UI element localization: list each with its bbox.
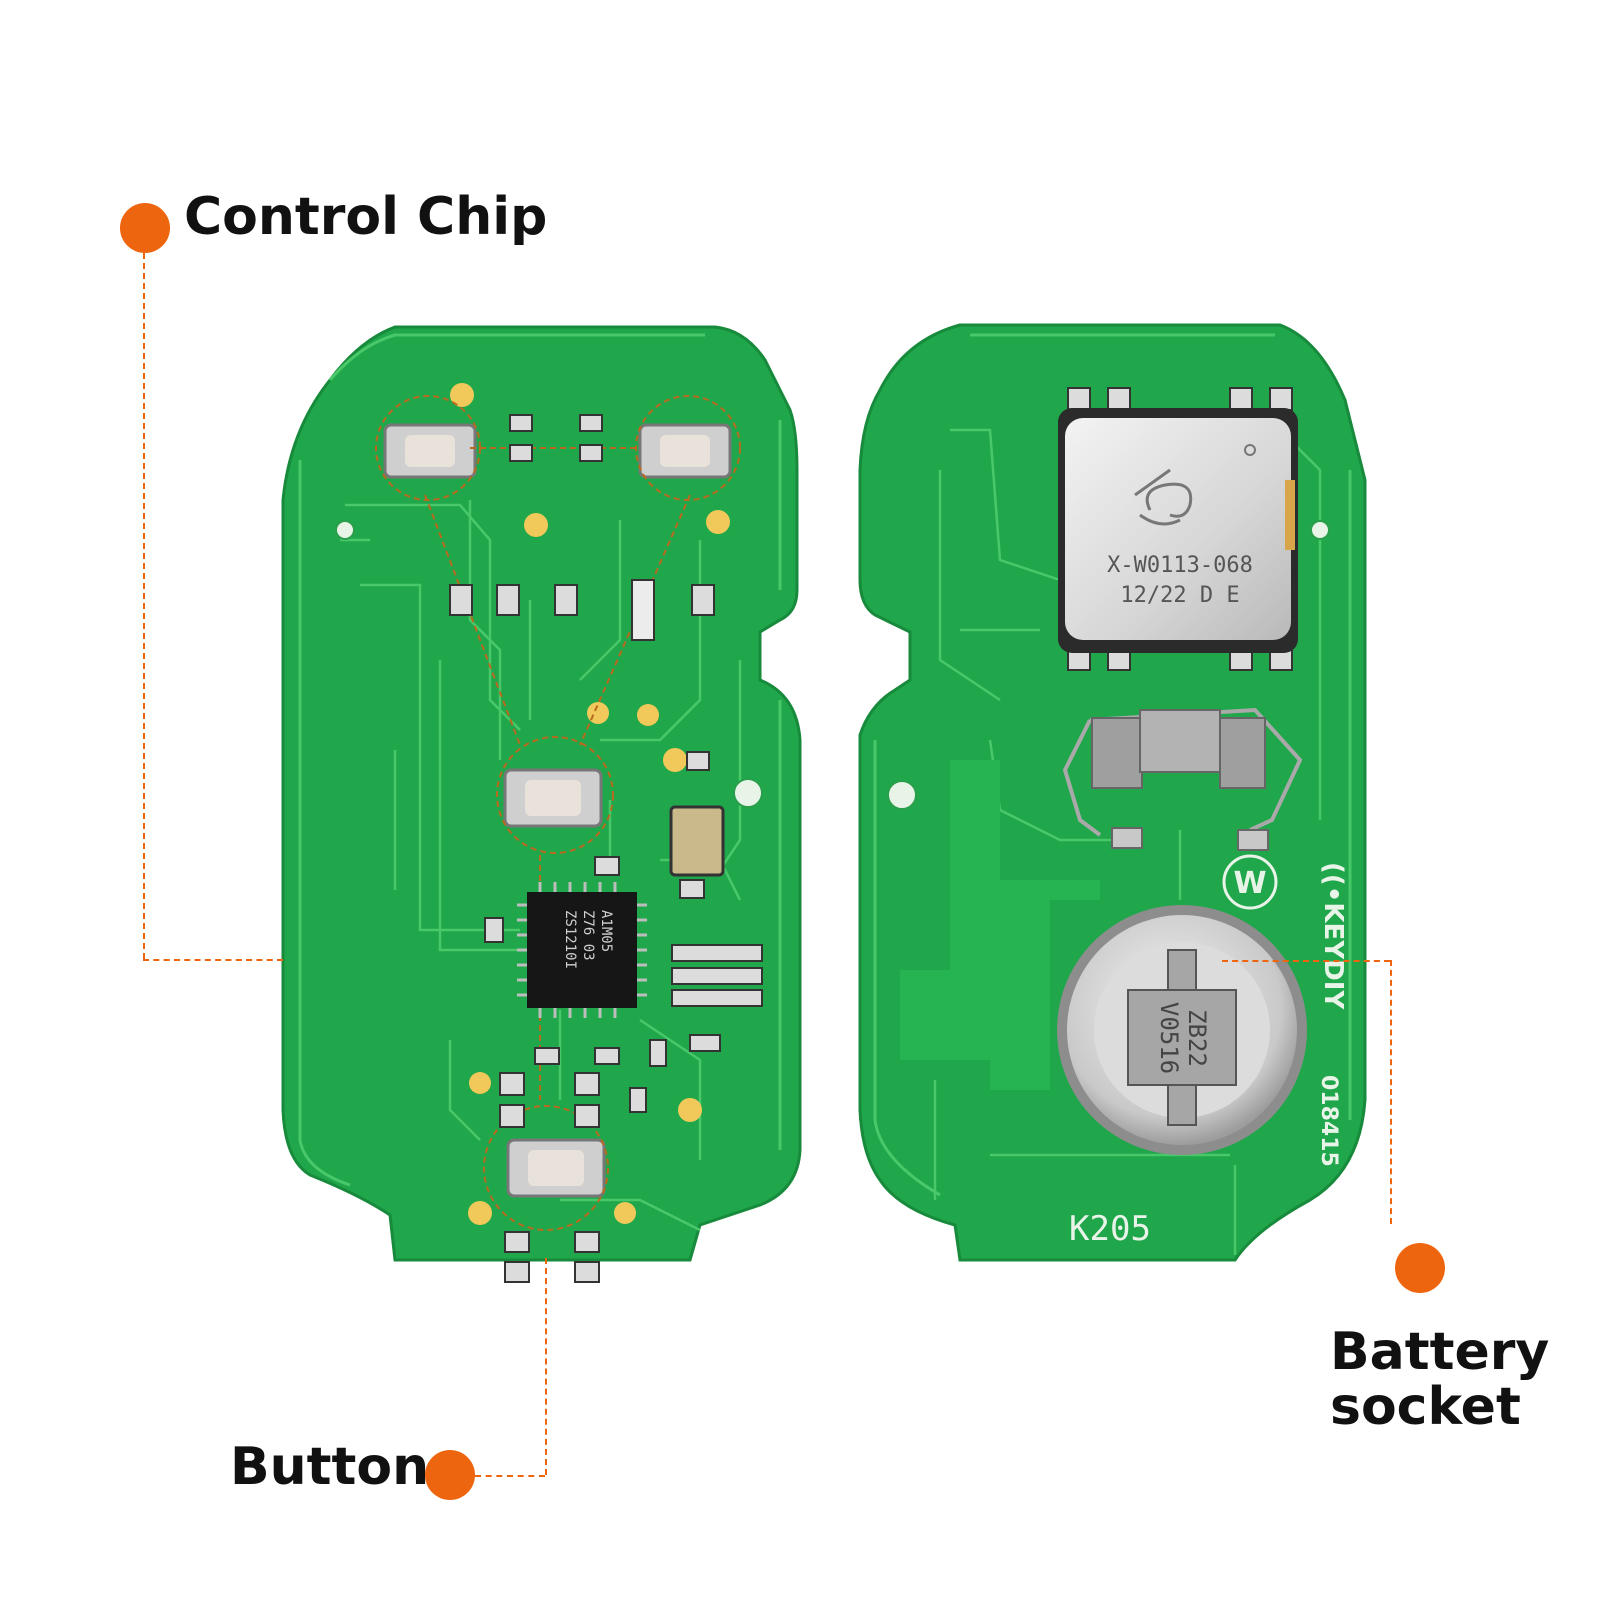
- module-code: X-W0113-068: [1107, 553, 1253, 578]
- battery-socket-dot: [1395, 1243, 1445, 1293]
- battery-socket-label-line2: socket: [1330, 1376, 1521, 1437]
- gold-pads: [450, 383, 730, 1225]
- control-chip-leader-horizontal: [143, 959, 283, 961]
- crystal-oscillator: [669, 805, 725, 877]
- chip-marking-3: ZS1210I: [562, 910, 578, 969]
- serial-silkscreen: 018415: [1316, 1075, 1341, 1167]
- tactile-button-bottom: [483, 1105, 609, 1231]
- brand-silkscreen: ((•KEYDIY: [1318, 862, 1348, 1010]
- button-leader-horizontal: [475, 1475, 545, 1477]
- button-dot: [425, 1450, 475, 1500]
- mounting-hole: [733, 778, 763, 808]
- control-chip-label: Control Chip: [184, 187, 548, 247]
- battery-code-2: V0516: [1155, 1002, 1183, 1074]
- control-chip-dot: [120, 203, 170, 253]
- left-traces: [340, 500, 742, 1232]
- battery-leader-vertical: [1390, 960, 1392, 1224]
- module-date: 12/22 D E: [1120, 583, 1239, 608]
- battery-socket-label-line1: Battery: [1330, 1322, 1550, 1382]
- battery-code-1: ZB22: [1183, 1009, 1211, 1067]
- button-leader-vertical: [545, 1258, 547, 1475]
- model-silkscreen: K205: [1069, 1209, 1151, 1249]
- battery-leader-horizontal: [1222, 960, 1390, 962]
- smd-components: [449, 414, 763, 1283]
- battery-socket-label: Battery socket: [1330, 1322, 1550, 1437]
- right-pcb: X-W0113-068 12/22 D E W ZB22 V0516: [858, 323, 1367, 1262]
- w-logo-circle: [1222, 854, 1278, 910]
- chip-marking-1: A1M05: [598, 910, 614, 952]
- control-chip: A1M05 Z76 03 ZS1210I: [517, 882, 647, 1018]
- coin-battery-holder: ZB22 V0516: [1057, 905, 1307, 1155]
- chip-marking-2: Z76 03: [580, 910, 596, 961]
- control-chip-leader-vertical: [143, 253, 145, 959]
- left-pcb: A1M05 Z76 03 ZS1210I: [281, 325, 802, 1283]
- w-logo: W: [1233, 866, 1266, 901]
- rf-module: X-W0113-068 12/22 D E: [1058, 387, 1298, 671]
- tactile-button-middle: [496, 736, 614, 854]
- button-label: Button: [230, 1437, 430, 1497]
- mounting-hole: [335, 520, 355, 540]
- battery-clip: [1062, 707, 1303, 851]
- ground-plane: [900, 760, 1100, 1090]
